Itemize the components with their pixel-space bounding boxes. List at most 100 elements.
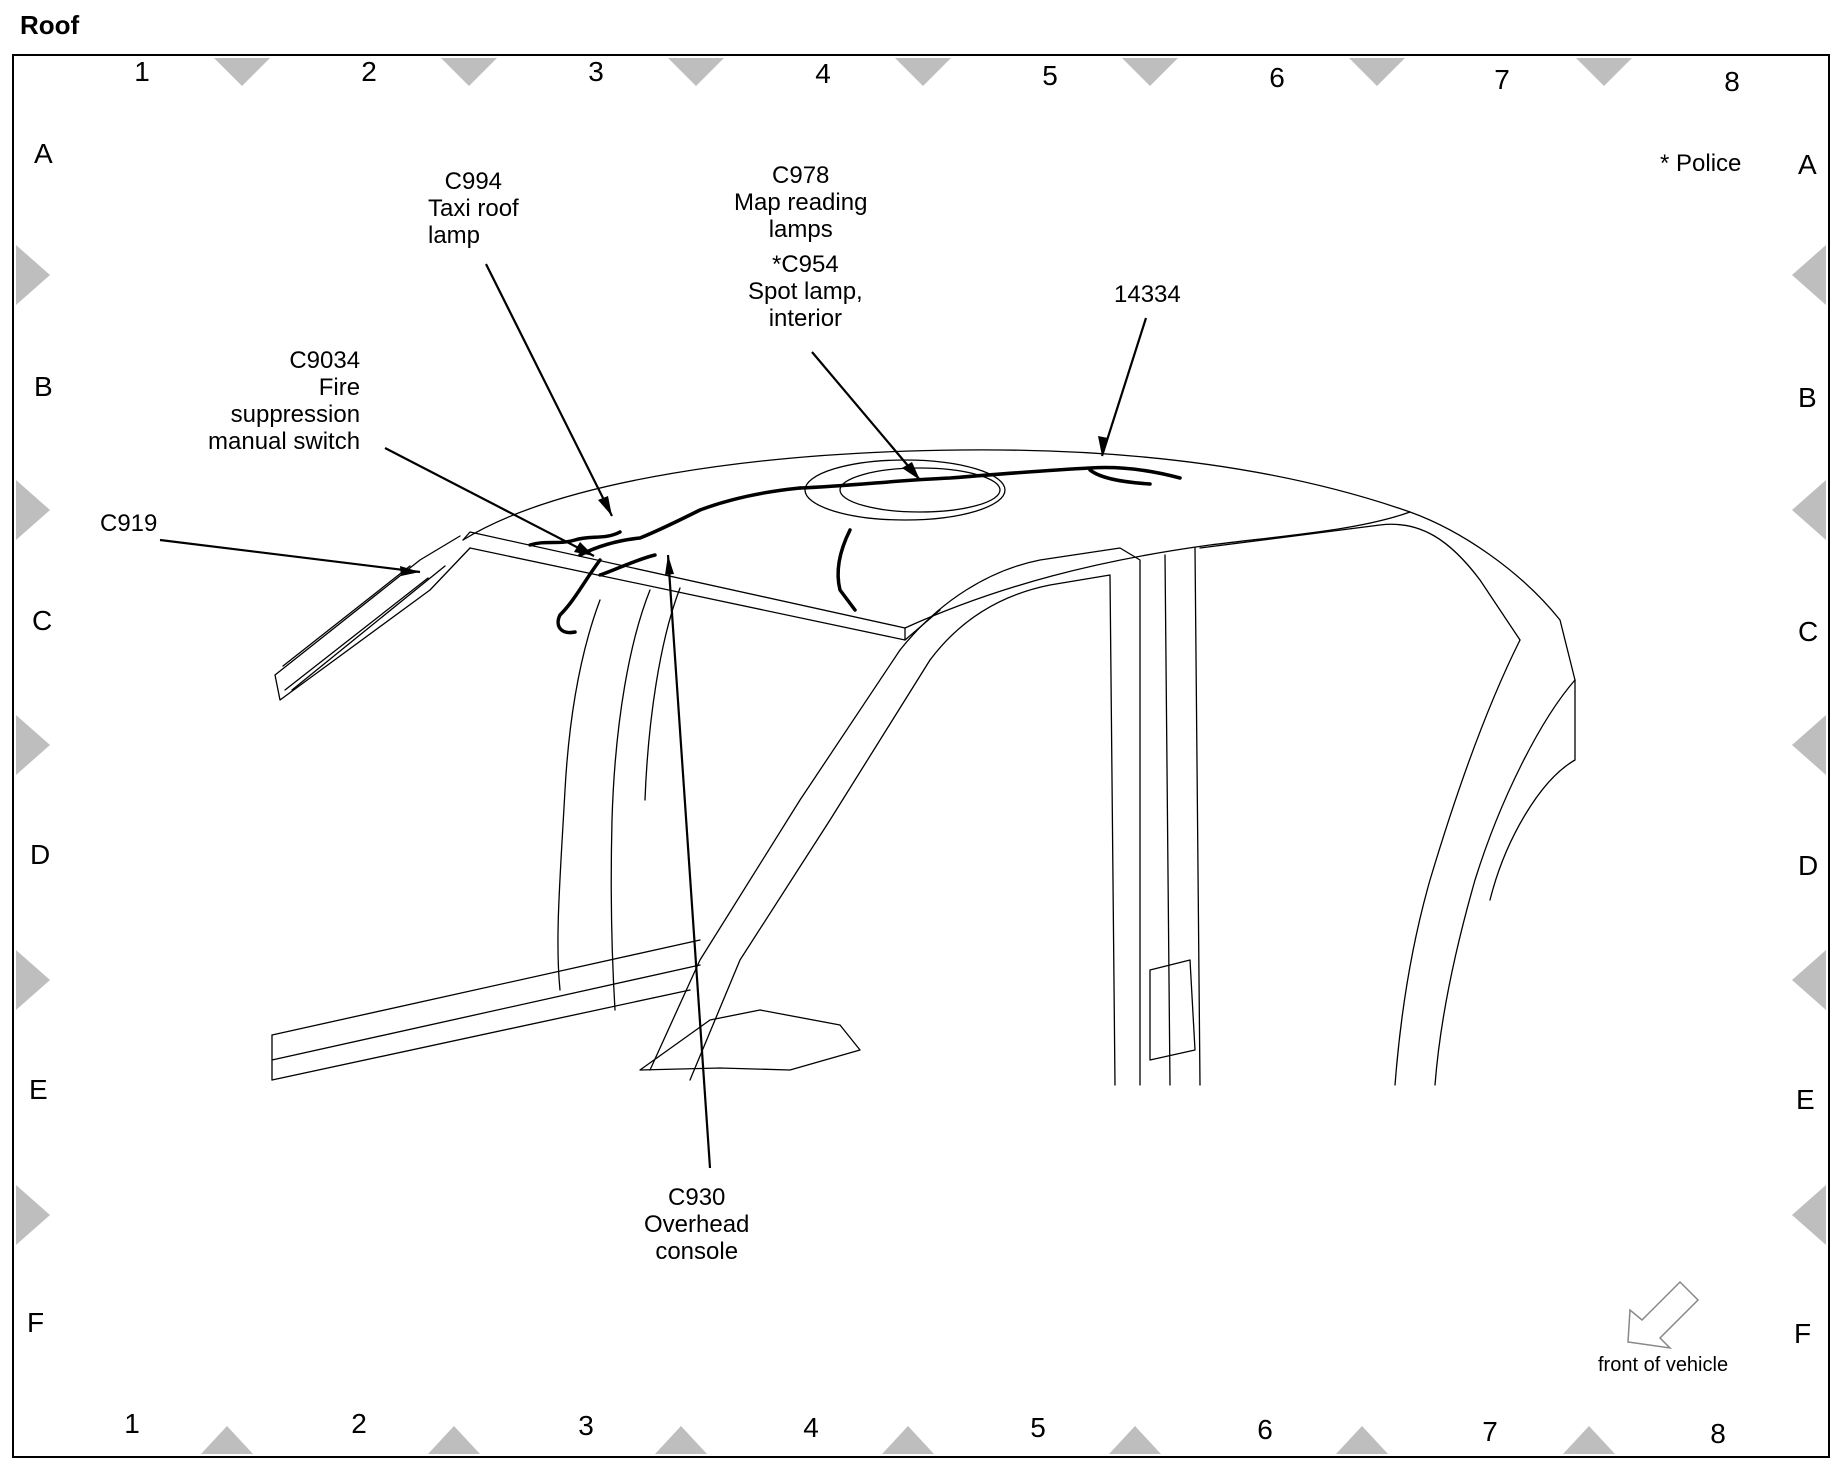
callout-c954-line: interior	[768, 305, 843, 332]
roof-side-rail	[904, 511, 1411, 629]
grid-tick-icon	[1792, 715, 1826, 775]
grid-tick-icon	[201, 1426, 253, 1454]
arrowhead-icon	[902, 462, 920, 480]
grid-tick-icon	[1336, 1426, 1388, 1454]
column-label-top: 6	[1269, 62, 1285, 93]
grid-tick-icon	[655, 1426, 707, 1454]
grid-tick-icons	[16, 58, 1826, 1454]
police-legend-note: * Police	[1660, 150, 1742, 177]
rocker-panel	[271, 939, 701, 1081]
front-door-frame-inner	[689, 659, 931, 1081]
floor-pan	[639, 1009, 861, 1071]
row-label-right: F	[1794, 1318, 1812, 1349]
callout-c919-line: C919	[100, 510, 158, 537]
column-label-bottom: 3	[578, 1410, 594, 1441]
leader-line-c994	[485, 263, 613, 517]
b-pillar-rear-edge	[1164, 547, 1201, 1086]
grid-tick-icon	[1792, 480, 1826, 540]
column-label-top: 2	[361, 56, 377, 87]
grid-tick-icon	[16, 480, 50, 540]
arrowhead-icon	[1098, 436, 1108, 456]
b-pillar-inner-edge	[929, 574, 1116, 1086]
row-label-left: F	[27, 1307, 45, 1338]
callout-c994-line: lamp	[428, 222, 481, 249]
callout-c994-line: C994	[444, 168, 503, 195]
grid-tick-icon	[16, 715, 50, 775]
grid-tick-icon	[214, 58, 270, 86]
front-door-frame	[649, 649, 901, 1071]
windshield-pillar	[274, 535, 471, 701]
a-pillar-rear	[644, 587, 681, 801]
harness-branch-right	[1088, 468, 1152, 486]
map-lamp-bezel	[839, 467, 1001, 513]
page-title: Roof	[20, 10, 80, 40]
callout-c994: C994 Taxi roof lamp	[428, 168, 519, 249]
column-label-bottom: 6	[1257, 1414, 1273, 1445]
row-label-right: D	[1798, 850, 1819, 881]
grid-tick-icon	[895, 58, 951, 86]
arrowhead-icon	[665, 555, 674, 575]
grid-tick-icon	[428, 1426, 480, 1454]
callout-c9034: C9034 Fire suppression manual switch	[208, 347, 360, 455]
b-pillar-bracket	[1149, 959, 1196, 1061]
leader-arrowheads	[400, 436, 1108, 576]
arrowhead-icon	[400, 566, 420, 576]
grid-tick-icon	[1563, 1426, 1615, 1454]
column-label-top: 5	[1042, 60, 1058, 91]
column-label-top: 1	[134, 56, 150, 87]
callout-c930-line: Overhead	[644, 1211, 750, 1238]
map-lamp-opening	[804, 459, 1006, 521]
b-pillar-front-edge	[899, 547, 1141, 1086]
row-label-right: A	[1798, 149, 1817, 180]
rear-door-rear-edge	[1394, 639, 1521, 1086]
callout-c9034-line: suppression	[230, 401, 361, 428]
grid-tick-icon	[16, 1185, 50, 1245]
leader-line-c919	[159, 538, 421, 574]
front-of-vehicle-arrow-icon	[1627, 1280, 1700, 1350]
windshield-pillar-detail	[282, 565, 446, 691]
callout-c954-line: Spot lamp,	[748, 278, 863, 305]
callout-14334: 14334	[1114, 281, 1181, 308]
grid-tick-icon	[16, 950, 50, 1010]
arrowhead-icon	[574, 542, 594, 556]
callout-c954: *C954 Spot lamp, interior	[748, 251, 863, 332]
column-label-bottom: 7	[1482, 1416, 1498, 1447]
grid-tick-icon	[1792, 950, 1826, 1010]
leader-lines	[159, 263, 1148, 1169]
callout-c9034-line: C9034	[289, 347, 361, 374]
grid-tick-icon	[441, 58, 497, 86]
rear-wheel-arch	[1489, 679, 1576, 901]
grid-tick-icon	[1349, 58, 1405, 86]
column-label-top: 4	[815, 58, 831, 89]
callout-c978-line: Map reading	[734, 189, 868, 216]
callout-c9034-line: Fire	[318, 374, 361, 401]
grid-tick-icon	[1792, 245, 1826, 305]
callout-c930: C930 Overhead console	[644, 1184, 749, 1265]
callout-c978: C978 Map reading lamps	[734, 162, 867, 243]
roof-outline	[462, 449, 1411, 541]
row-label-left: A	[34, 138, 53, 169]
grid-tick-icon	[668, 58, 724, 86]
callout-c919: C919	[100, 510, 157, 537]
roof-front-edge	[462, 531, 906, 629]
column-label-bottom: 4	[803, 1412, 819, 1443]
grid-tick-icon	[16, 245, 50, 305]
callout-c978-line: C978	[772, 162, 830, 189]
grid-tick-icon	[1792, 1185, 1826, 1245]
callout-c930-line: console	[655, 1238, 739, 1265]
row-label-left: D	[30, 839, 51, 870]
a-pillar-inner	[610, 589, 651, 1011]
harness-c9034-branch	[598, 553, 657, 577]
callout-14334-line: 14334	[1114, 281, 1181, 308]
column-label-bottom: 2	[351, 1408, 367, 1439]
harness-front-loop	[528, 530, 622, 547]
leader-line-c978	[811, 351, 921, 481]
row-label-right: E	[1796, 1084, 1815, 1115]
callout-c9034-line: manual switch	[208, 428, 361, 455]
harness-front-section	[578, 486, 802, 557]
column-label-top: 7	[1494, 64, 1510, 95]
row-label-left: B	[34, 371, 53, 402]
harness-left-drop	[556, 558, 602, 635]
grid-tick-icon	[1122, 58, 1178, 86]
